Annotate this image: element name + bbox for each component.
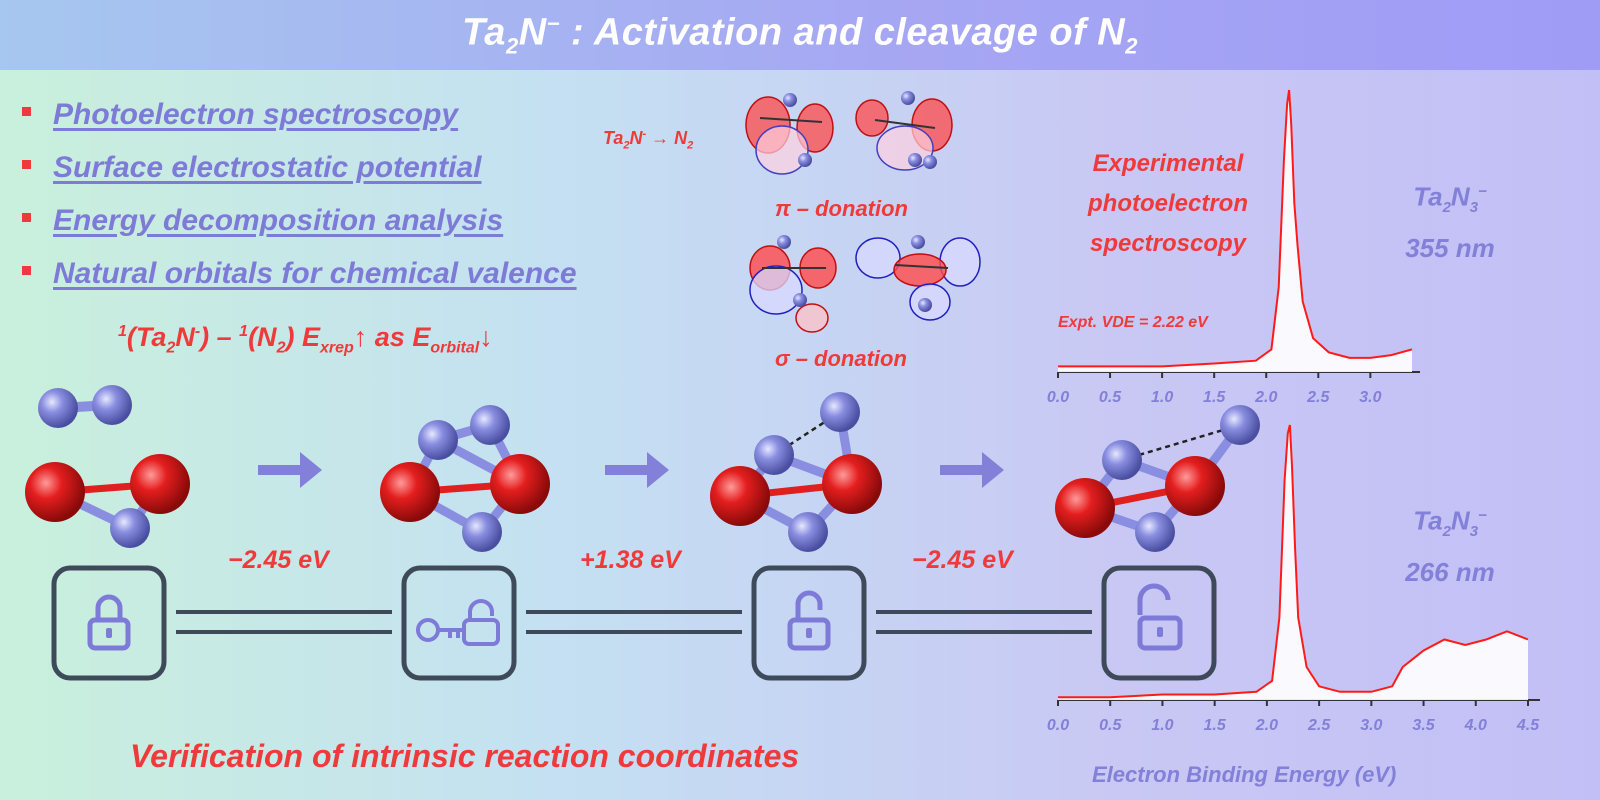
connector-3 [876,610,1092,634]
lock-box-2 [401,565,517,681]
lock-box-3 [751,565,867,681]
vde-label: Expt. VDE = 2.22 eV [1058,314,1208,331]
molecule-product [1055,405,1260,552]
lock-box-4 [1101,565,1217,681]
orbital-pi-1 [745,93,834,175]
connector-2 [526,610,742,634]
eda-label: 1(Ta2N-) – 1(N2) Exrep↑ as Eorbital↓ [118,322,493,357]
x-tick-label: 1.0 [1151,389,1173,406]
x-tick-label: 3.5 [1412,717,1435,734]
connector-1 [176,610,392,634]
energy-step-3: −2.45 eV [912,546,1013,574]
molecule-transition [710,392,882,552]
method-item[interactable]: Photoelectron spectroscopy [22,88,722,141]
x-tick-label: 2.5 [1307,717,1331,734]
spectrum-1-label: Ta2N3− 355 nm [1405,181,1495,263]
x-tick-label: 3.0 [1359,389,1381,406]
energy-step-1: −2.45 eV [228,546,329,574]
x-tick-label: 2.0 [1254,389,1277,406]
method-link[interactable]: Natural orbitals for chemical valence [53,256,577,290]
x-tick-label: 0.5 [1099,389,1122,406]
x-tick-label: 0.5 [1099,717,1122,734]
energy-step-2: +1.38 eV [580,546,681,574]
lock-half-open-icon [787,590,831,651]
x-tick-label: 1.0 [1151,717,1173,734]
footer-caption: Verification of intrinsic reaction coord… [130,738,800,774]
x-tick-label: 0.0 [1047,717,1069,734]
x-tick-label: 1.5 [1203,389,1226,406]
method-item[interactable]: Energy decomposition analysis [22,194,722,247]
x-tick-label: 4.0 [1464,717,1487,734]
orbital-sigma-1 [749,235,837,333]
page-title: Ta2N− : Activation and cleavage of N2 [462,10,1138,59]
method-item[interactable]: Natural orbitals for chemical valence [22,247,722,300]
lock-open-icon [1137,583,1183,651]
orbital-sigma-2 [855,235,981,321]
spectrum-2-label: Ta2N3− 266 nm [1405,505,1495,587]
x-tick-label: 4.5 [1516,717,1540,734]
molecule-intermediate-1 [380,405,550,552]
method-item[interactable]: Surface electrostatic potential [22,141,722,194]
arrow-icon [605,452,669,488]
method-link[interactable]: Photoelectron spectroscopy [53,97,459,131]
x-axis-label: Electron Binding Energy (eV) [1092,762,1397,787]
orbital-pi-2 [855,91,953,171]
key-lock-icon [416,599,500,646]
x-tick-label: 3.0 [1360,717,1382,734]
x-tick-label: 1.5 [1204,717,1227,734]
method-link[interactable]: Surface electrostatic potential [53,150,482,184]
title-bar: Ta2N− : Activation and cleavage of N2 [0,0,1600,70]
spectrum-1: 0.0 0.5 1.0 1.5 2.0 2.5 3.0 [1047,89,1420,406]
bullet-icon [22,213,31,222]
spectrum-2: 0.0 0.5 1.0 1.5 2.0 2.5 3.0 3.5 4.0 4.5 [1047,424,1540,734]
sigma-donation-label: σ – donation [775,346,907,371]
donation-header: Ta2N- → N2 [603,128,694,152]
arrow-icon [258,452,322,488]
bullet-icon [22,266,31,275]
experimental-label: Experimental photoelectron spectroscopy [1088,150,1248,257]
x-tick-label: 0.0 [1047,389,1069,406]
molecule-reactant [25,385,190,548]
lock-box-1 [51,565,167,681]
arrow-icon [940,452,1004,488]
bullet-icon [22,160,31,169]
method-link[interactable]: Energy decomposition analysis [53,203,504,237]
x-tick-label: 2.0 [1255,717,1278,734]
lock-closed-icon [87,594,131,651]
method-list: Photoelectron spectroscopy Surface elect… [22,88,722,300]
pi-donation-label: π – donation [775,196,908,221]
x-tick-label: 2.5 [1306,389,1330,406]
bullet-icon [22,107,31,116]
